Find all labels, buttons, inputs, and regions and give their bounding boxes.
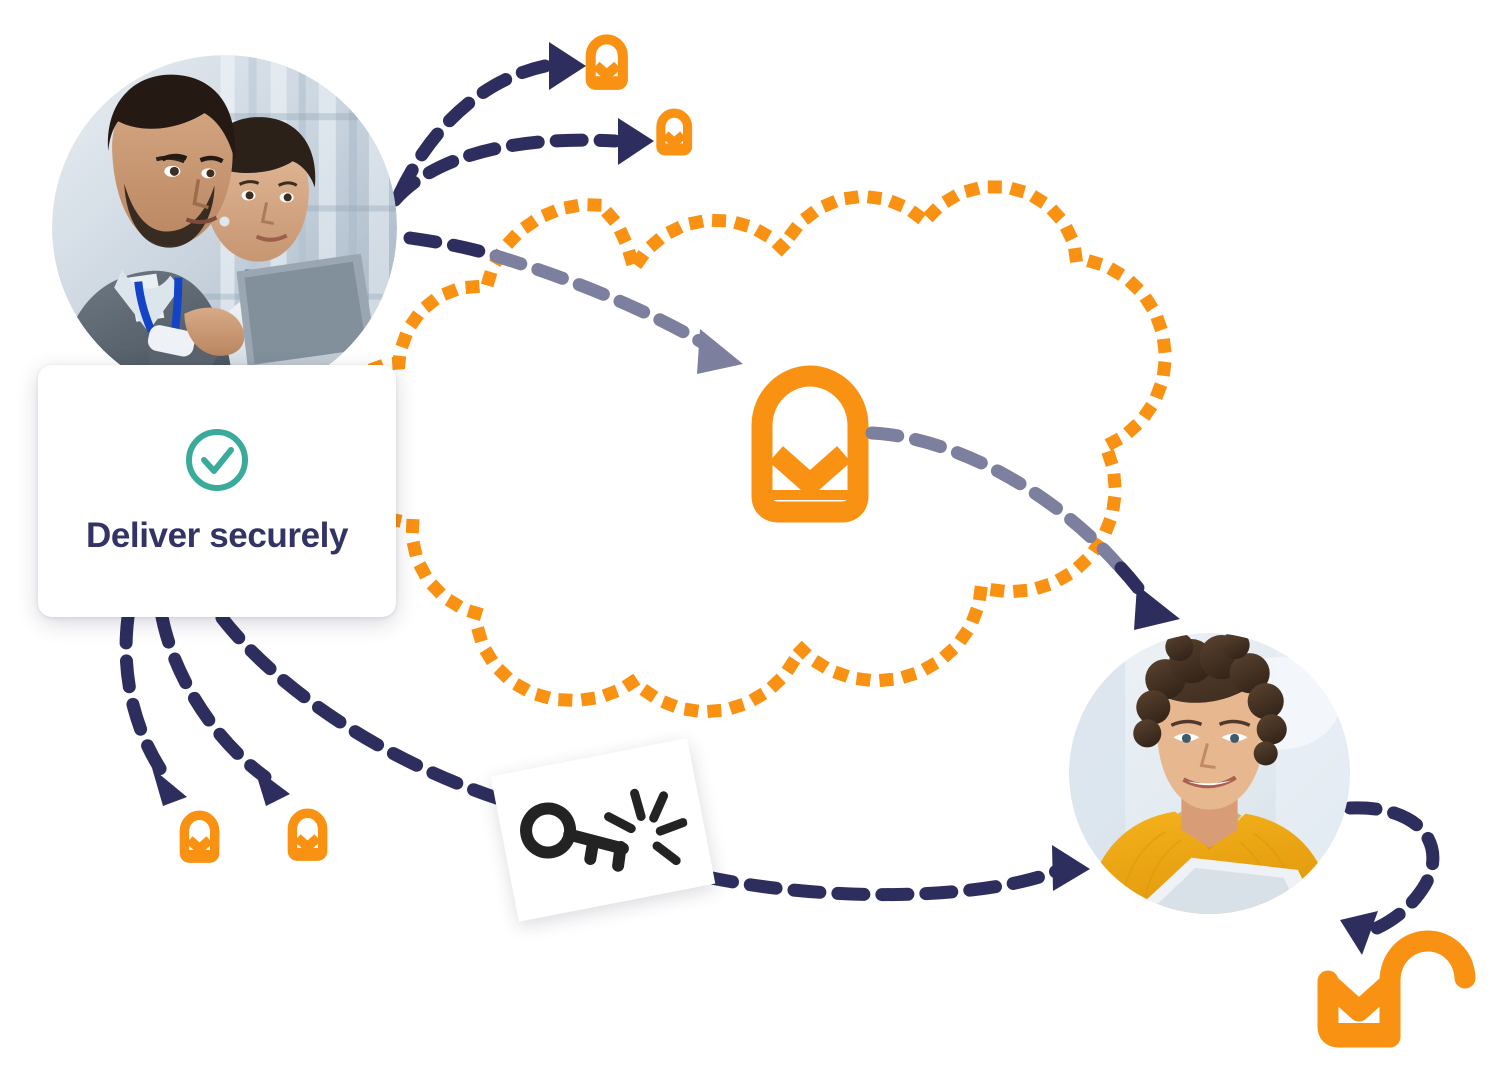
secure-mail-icon-small-1 — [585, 34, 628, 90]
key-burst-icon — [511, 763, 696, 897]
deliver-securely-label: Deliver securely — [85, 516, 349, 555]
deliver-securely-card[interactable]: Deliver securely — [38, 365, 396, 617]
arrow-sender-to-mail-1 — [393, 42, 586, 200]
sender-photo-image — [52, 55, 397, 400]
secure-mail-icon-large — [751, 365, 869, 523]
cloud-shape — [320, 180, 1172, 718]
arrow-key-to-recipient — [700, 845, 1090, 902]
secure-mail-icon-small-3 — [179, 810, 220, 863]
encryption-key-card[interactable] — [490, 738, 716, 922]
arrow-card-to-mail-3 — [119, 610, 187, 806]
recipient-photo — [1069, 633, 1350, 914]
secure-mail-icon-small-4 — [287, 808, 328, 861]
check-circle-icon — [183, 426, 251, 494]
arrow-card-to-key — [215, 611, 519, 810]
arrow-sender-to-mail-2 — [388, 118, 654, 207]
arrow-card-to-mail-4 — [155, 610, 290, 806]
sender-photo — [52, 55, 397, 400]
cloud-group — [320, 180, 1172, 718]
arrow-cloud-to-recipient — [865, 426, 1180, 630]
recipient-photo-image — [1069, 633, 1350, 914]
arrow-sender-to-cloud — [403, 231, 743, 374]
unlocked-mail-icon — [1317, 930, 1476, 1048]
arrow-recipient-to-unlocked — [1340, 801, 1440, 955]
secure-mail-icon-small-2 — [656, 108, 693, 156]
